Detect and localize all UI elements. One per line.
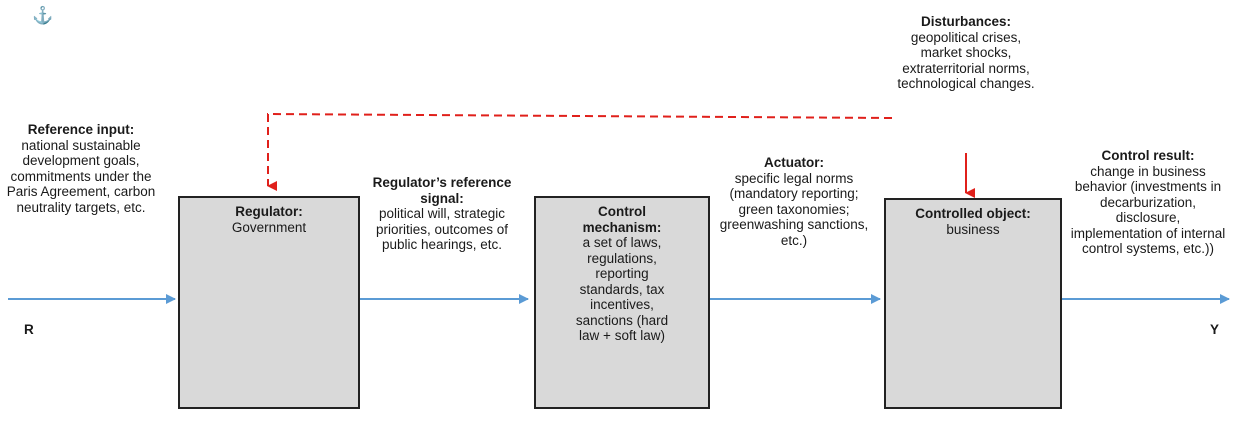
actuator-label: Actuator: specific legal norms (mandator… xyxy=(719,155,869,248)
disturbances-label: Disturbances: geopolitical crises, marke… xyxy=(897,14,1035,91)
anchor-icon: ⚓ xyxy=(32,6,54,25)
control-result-label: Control result: change in business behav… xyxy=(1070,148,1226,256)
input-letter-r: R xyxy=(24,322,34,337)
output-letter-y: Y xyxy=(1210,322,1220,337)
regulator-box: Regulator: Government xyxy=(178,196,360,409)
feedback-dashed-arrow xyxy=(267,112,893,191)
controlled-object-box: Controlled object: business xyxy=(884,198,1062,409)
reference-signal-label: Regulator’s reference signal: political … xyxy=(372,175,512,252)
reference-input-label: Reference input: national sustainable de… xyxy=(6,122,156,215)
control-mechanism-box: Control mechanism: a set of laws, regula… xyxy=(534,196,710,409)
